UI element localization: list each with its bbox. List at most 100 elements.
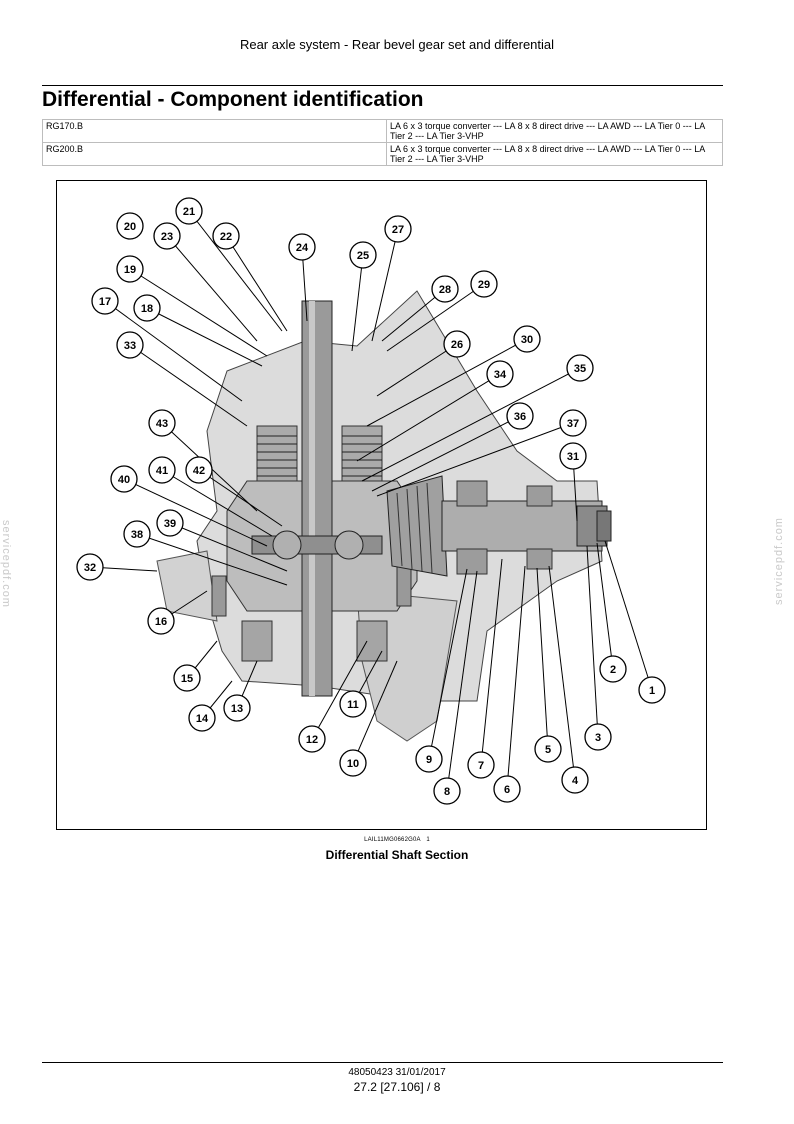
callout-33: 33	[116, 331, 144, 359]
callout-10: 10	[339, 749, 367, 777]
axle-shaft	[301, 300, 333, 697]
svg-text:33: 33	[124, 340, 136, 352]
callout-15: 15	[173, 664, 201, 692]
callout-17: 17	[91, 287, 119, 315]
leader-lines	[89, 210, 653, 792]
svg-text:42: 42	[193, 465, 205, 477]
callout-2: 2	[599, 655, 627, 683]
svg-text:9: 9	[426, 754, 432, 766]
svg-text:38: 38	[131, 529, 143, 541]
svg-text:20: 20	[124, 221, 136, 233]
svg-text:36: 36	[514, 411, 526, 423]
svg-text:7: 7	[478, 760, 484, 772]
config-cell: LA 6 x 3 torque converter --- LA 8 x 8 d…	[386, 119, 723, 143]
svg-text:26: 26	[451, 339, 463, 351]
callout-35: 35	[566, 354, 594, 382]
svg-text:25: 25	[357, 250, 369, 262]
svg-text:30: 30	[521, 334, 533, 346]
callout-16: 16	[147, 607, 175, 635]
callout-18: 18	[133, 294, 161, 322]
callout-36: 36	[506, 402, 534, 430]
callout-5: 5	[534, 735, 562, 763]
figure-number: 1	[426, 837, 430, 843]
table-row: RG200.B LA 6 x 3 torque converter --- LA…	[42, 142, 723, 166]
svg-text:40: 40	[118, 474, 130, 486]
model-cell: RG170.B	[42, 119, 387, 143]
differential-section-figure: 1 2 3 4 5 6 7 8 9 10 11 12 13 14 15 16 1…	[56, 180, 707, 830]
callout-9: 9	[415, 745, 443, 773]
figure-code: LAIL11MG0662G0A 1	[0, 837, 794, 843]
callout-34: 34	[486, 360, 514, 388]
model-cell: RG200.B	[42, 142, 387, 166]
lower-bearing-left	[241, 620, 273, 662]
footer-page-number: 27.2 [27.106] / 8	[353, 1080, 441, 1094]
callout-26: 26	[443, 330, 471, 358]
brake-pack-upper-right	[341, 425, 383, 487]
callout-25: 25	[349, 241, 377, 269]
svg-text:6: 6	[504, 784, 510, 796]
brake-pack-upper-left	[256, 425, 298, 487]
callout-29: 29	[470, 270, 498, 298]
callout-1: 1	[638, 676, 666, 704]
figure-code-text: LAIL11MG0662G0A	[364, 837, 421, 843]
svg-text:41: 41	[156, 465, 168, 477]
watermark-left: servicepdf.com	[0, 520, 12, 608]
footer-rule	[42, 1062, 723, 1063]
callout-11: 11	[339, 690, 367, 718]
lower-bearing-right	[356, 620, 388, 662]
callout-42: 42	[185, 456, 213, 484]
svg-text:29: 29	[478, 279, 490, 291]
callout-31: 31	[559, 442, 587, 470]
watermark-right: servicepdf.com	[773, 517, 785, 605]
bolt	[211, 575, 227, 617]
svg-text:31: 31	[567, 451, 579, 463]
callout-37: 37	[559, 409, 587, 437]
side-gear-left	[272, 530, 302, 560]
callout-32: 32	[76, 553, 104, 581]
svg-text:1: 1	[649, 685, 655, 697]
svg-text:4: 4	[572, 775, 579, 787]
svg-text:3: 3	[595, 732, 601, 744]
pinion-teeth	[396, 482, 433, 574]
svg-text:34: 34	[494, 369, 507, 381]
figure-caption: Differential Shaft Section	[325, 848, 469, 862]
header-rule	[42, 85, 723, 86]
callout-24: 24	[288, 233, 316, 261]
callout-39: 39	[156, 509, 184, 537]
callout-14: 14	[188, 704, 216, 732]
pinion-bearing-rear-lower	[526, 548, 553, 570]
callout-28: 28	[431, 275, 459, 303]
pinion-bearing-rear	[526, 485, 553, 507]
svg-text:8: 8	[444, 786, 450, 798]
callout-23: 23	[153, 222, 181, 250]
pinion-nut	[596, 510, 612, 542]
svg-text:10: 10	[347, 758, 359, 770]
callout-6: 6	[493, 775, 521, 803]
svg-text:17: 17	[99, 296, 111, 308]
svg-text:35: 35	[574, 363, 586, 375]
callout-38: 38	[123, 520, 151, 548]
svg-text:27: 27	[392, 224, 404, 236]
callout-19: 19	[116, 255, 144, 283]
svg-text:13: 13	[231, 703, 243, 715]
svg-text:2: 2	[610, 664, 616, 676]
svg-text:24: 24	[296, 242, 309, 254]
callout-40: 40	[110, 465, 138, 493]
callout-27: 27	[384, 215, 412, 243]
brake-discs	[257, 435, 382, 477]
callout-7: 7	[467, 751, 495, 779]
svg-text:18: 18	[141, 303, 153, 315]
callout-20: 20	[116, 212, 144, 240]
svg-text:5: 5	[545, 744, 551, 756]
bevel-pinion-gear	[386, 475, 448, 577]
svg-text:15: 15	[181, 673, 193, 685]
svg-text:12: 12	[306, 734, 318, 746]
svg-text:23: 23	[161, 231, 173, 243]
svg-text:43: 43	[156, 418, 168, 430]
callout-22: 22	[212, 222, 240, 250]
svg-text:39: 39	[164, 518, 176, 530]
running-header: Rear axle system - Rear bevel gear set a…	[239, 37, 555, 52]
footer-doc-code: 48050423 31/01/2017	[348, 1067, 446, 1078]
callout-41: 41	[148, 456, 176, 484]
page-title: Differential - Component identification	[42, 88, 424, 111]
